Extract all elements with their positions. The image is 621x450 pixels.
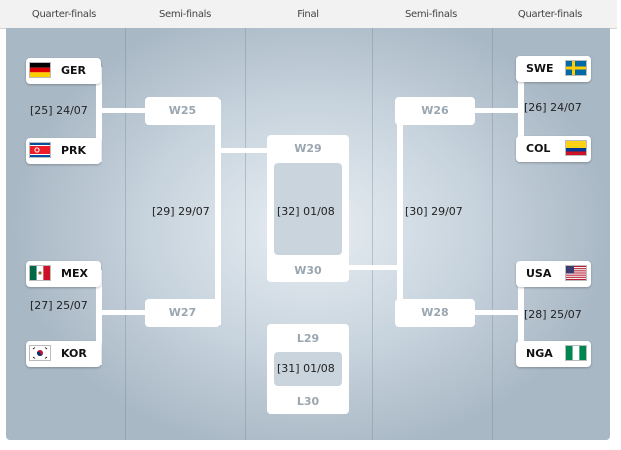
- team-name: SWE: [526, 62, 554, 75]
- header-quarter-finals-right: Quarter-finals: [517, 9, 583, 20]
- semi-final-slot[interactable]: W28: [395, 299, 475, 327]
- team-card-mex[interactable]: MEX: [26, 261, 101, 287]
- team-card-nga[interactable]: NGA: [516, 341, 591, 367]
- south-korea-flag-icon: [30, 346, 50, 360]
- germany-flag-icon: [30, 63, 50, 77]
- match-info: [27] 25/07: [30, 299, 88, 312]
- bracket-connector: [518, 67, 524, 162]
- third-place-match-card[interactable]: L29 [31] 01/08 L30: [267, 324, 349, 414]
- team-card-prk[interactable]: PRK: [26, 138, 101, 164]
- team-card-col[interactable]: COL: [516, 136, 591, 162]
- slot-label: W27: [168, 306, 197, 319]
- slot-label: W28: [421, 306, 449, 319]
- column-divider: [245, 28, 246, 440]
- slot-label: L29: [296, 332, 320, 345]
- slot-label: W26: [421, 104, 449, 117]
- final-match-panel: [274, 163, 342, 255]
- north-korea-flag-icon: [30, 143, 50, 157]
- bracket-connector: [96, 67, 102, 162]
- semi-final-slot[interactable]: W27: [145, 299, 220, 327]
- bracket-connector: [221, 148, 271, 153]
- team-name: GER: [61, 64, 87, 77]
- team-card-usa[interactable]: USA: [516, 261, 591, 287]
- match-info: [30] 29/07: [405, 205, 463, 218]
- column-divider: [372, 28, 373, 440]
- bracket-connector: [102, 310, 148, 315]
- header-semi-finals-left: Semi-finals: [158, 9, 212, 20]
- column-divider: [492, 28, 493, 440]
- usa-flag-icon: [566, 266, 586, 280]
- match-info: [25] 24/07: [30, 104, 88, 117]
- slot-label: W30: [294, 264, 322, 277]
- bracket-connector: [472, 108, 518, 113]
- team-card-kor[interactable]: KOR: [26, 341, 101, 367]
- nigeria-flag-icon: [566, 346, 586, 360]
- team-name: USA: [526, 267, 552, 280]
- slot-label: W25: [168, 104, 197, 117]
- match-info: [31] 01/08: [277, 362, 335, 375]
- match-info: [29] 29/07: [152, 205, 210, 218]
- team-name: COL: [526, 142, 551, 155]
- match-info: [32] 01/08: [277, 205, 335, 218]
- header-final: Final: [297, 9, 319, 20]
- slot-label: W29: [294, 142, 322, 155]
- bracket-connector: [215, 100, 221, 325]
- bracket-connector: [472, 310, 518, 315]
- sweden-flag-icon: [566, 61, 586, 75]
- team-name: MEX: [61, 267, 88, 280]
- slot-label: L30: [296, 395, 320, 408]
- team-card-swe[interactable]: SWE: [516, 56, 591, 82]
- team-name: PRK: [61, 144, 87, 157]
- team-card-ger[interactable]: GER: [26, 58, 101, 84]
- colombia-flag-icon: [566, 141, 586, 155]
- column-divider: [125, 28, 126, 440]
- bracket-connector: [96, 270, 102, 365]
- third-place-match-panel: [274, 352, 342, 386]
- team-name: NGA: [526, 347, 553, 360]
- bracket-connector: [102, 108, 148, 113]
- bracket-connector: [397, 100, 403, 325]
- semi-final-slot[interactable]: W26: [395, 97, 475, 125]
- round-header-bar: Quarter-finals Semi-finals Final Semi-fi…: [0, 0, 617, 29]
- bracket-connector: [347, 265, 397, 270]
- semi-final-slot[interactable]: W25: [145, 97, 220, 125]
- match-info: [28] 25/07: [524, 308, 582, 321]
- final-match-card[interactable]: W29 [32] 01/08 W30: [267, 135, 349, 282]
- header-semi-finals-right: Semi-finals: [404, 9, 458, 20]
- match-info: [26] 24/07: [524, 101, 582, 114]
- mexico-flag-icon: [30, 266, 50, 280]
- header-quarter-finals-left: Quarter-finals: [31, 9, 97, 20]
- bracket-connector: [518, 270, 524, 365]
- team-name: KOR: [61, 347, 87, 360]
